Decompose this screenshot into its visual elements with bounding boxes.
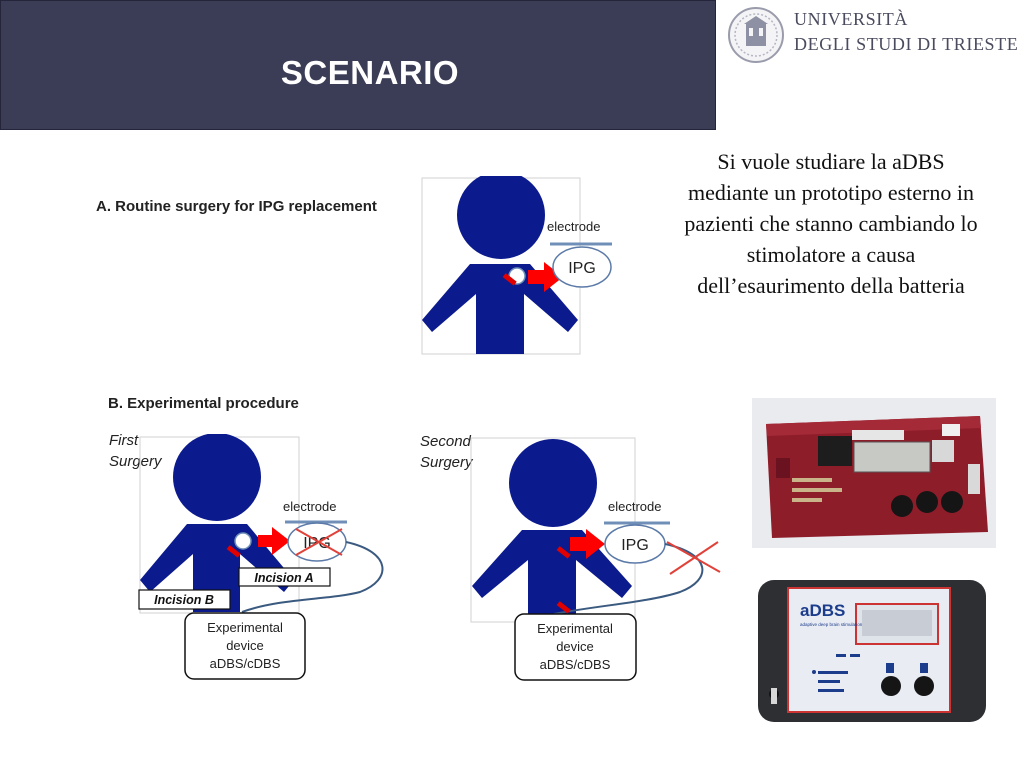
university-name-line2: DEGLI STUDI DI TRIESTE [794,34,1019,54]
device-knob [914,676,934,696]
second-surgery-diagram: electrode IPG Experimental device aDBS/c… [470,437,721,681]
removed-cross-icon [295,528,343,556]
removed-cross-icon [669,541,719,575]
implant-site-icon [234,532,252,550]
incision-mark-icon [556,601,571,614]
device-label-line3: aDBS/cDBS [210,656,281,671]
patient-head-icon [457,176,545,259]
arrow-right-icon [258,527,290,555]
slide-title: SCENARIO [280,54,460,91]
first-surgery-diagram: electrode IPG Incision A Incision B Expe… [138,434,384,680]
section-b-label: B. Experimental procedure [108,395,299,412]
connector-knob [891,495,913,517]
incision-mark-icon [502,273,517,286]
routine-surgery-diagram: electrode IPG [421,176,612,355]
arrow-right-icon [528,262,563,292]
microcontroller-chip [818,436,852,466]
device-knob [881,676,901,696]
connector-knob [941,491,963,513]
incision-a-label: Incision A [254,571,313,585]
header-bar [0,0,716,130]
extension-wire [241,541,384,613]
patient-body-icon [140,524,294,612]
patient-body-icon [422,264,578,354]
section-a-label: A. Routine surgery for IPG replacement [96,198,377,215]
adbs-device-photo: aDBS adaptive deep brain stimulation [752,574,992,726]
lcd-display [853,441,931,473]
description-text: Si vuole studiare la aDBS mediante un pr… [684,149,978,298]
electrode-label: electrode [608,499,661,514]
ipg-label: IPG [568,260,596,277]
experimental-device-box [514,613,637,681]
experimental-device-box [184,612,306,680]
patient-head-icon [173,434,261,521]
incision-b-box [138,589,231,610]
electrode-label: electrode [283,499,336,514]
adbs-subtitle-label: adaptive deep brain stimulation [800,622,863,627]
device-label-line2: device [556,639,594,654]
first-surgery-label: First Surgery [109,432,162,470]
incision-b-label: Incision B [154,593,214,607]
device-label-line2: device [226,638,264,653]
second-surgery-label: Second Surgery [420,433,473,471]
ipg-ellipse [552,246,612,288]
incision-mark-icon [226,545,241,558]
electrode-label: electrode [547,219,600,234]
patient-head-icon [509,439,597,527]
incision-mark-icon [556,546,571,559]
arrow-right-icon [570,529,605,559]
circuit-board-photo [752,398,996,548]
device-label-line3: aDBS/cDBS [540,657,611,672]
university-seal-icon [728,7,784,63]
adbs-brand-label: aDBS [800,601,845,620]
university-name-line1: UNIVERSITÀ [794,9,908,29]
ipg-label: IPG [621,537,649,554]
device-label-line1: Experimental [207,620,283,635]
device-label-line1: Experimental [537,621,613,636]
adbs-device-enclosure: aDBS adaptive deep brain stimulation [752,574,992,726]
incision-a-box [238,567,331,587]
removed-cross-icon [666,541,721,573]
connector-knob [916,491,938,513]
